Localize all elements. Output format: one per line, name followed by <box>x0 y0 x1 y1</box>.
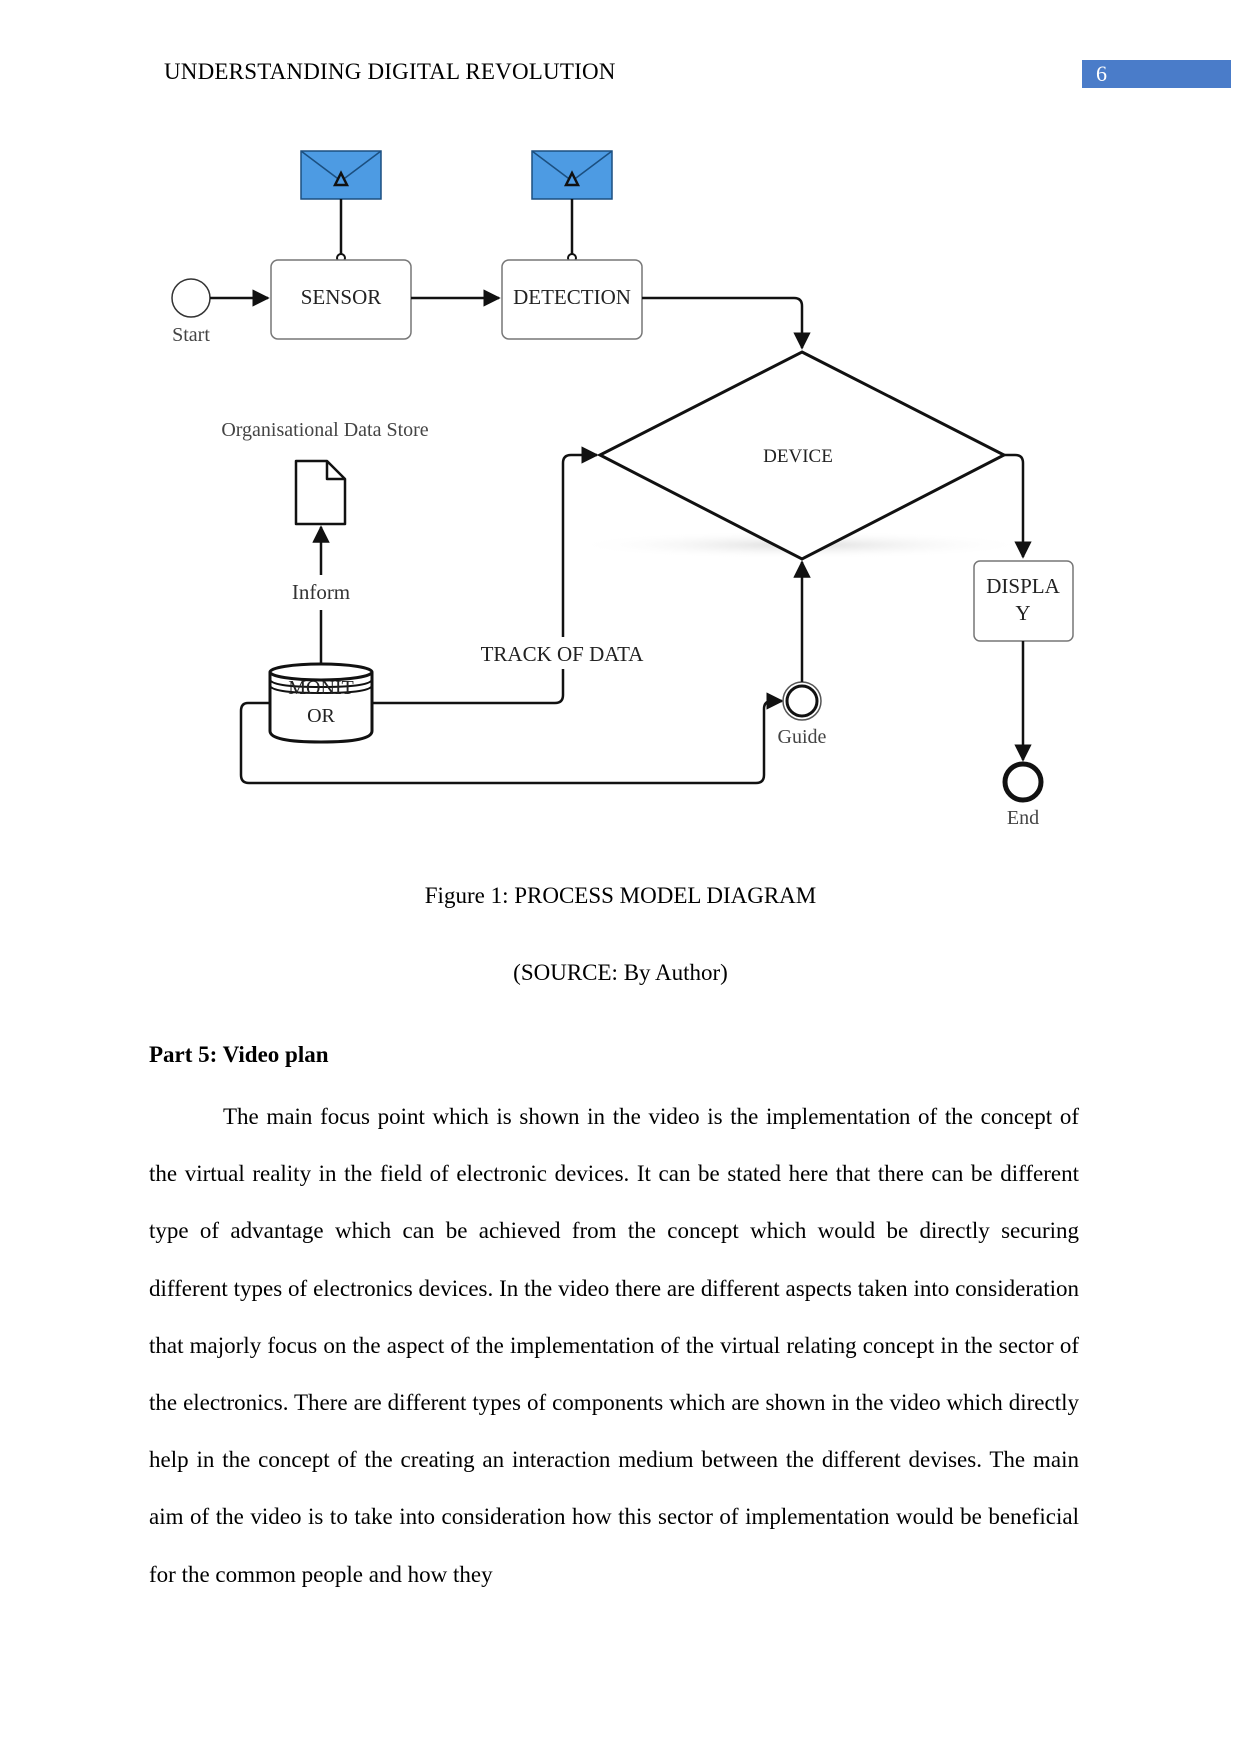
arrow-monitor-to-guide <box>239 692 784 785</box>
sensor-label: SENSOR <box>301 285 382 309</box>
end-label: End <box>1007 807 1039 829</box>
document-icon <box>294 459 347 526</box>
display-label-line2: Y <box>1015 601 1030 625</box>
start-label: Start <box>172 324 210 346</box>
arrow-detection-to-device <box>642 296 811 350</box>
detection-task-box <box>501 259 643 340</box>
page-number: 6 <box>1082 60 1231 88</box>
body-paragraph-text: The main focus point which is shown in t… <box>149 1104 1079 1587</box>
message-envelope-icon-sensor <box>300 150 382 200</box>
display-label-line1: DISPLA <box>986 574 1060 598</box>
monitor-label-line2: OR <box>307 705 335 727</box>
section-heading: Part 5: Video plan <box>149 1042 329 1067</box>
device-gateway-diamond <box>596 350 1008 561</box>
monitor-datastore-cylinder <box>268 662 374 744</box>
arrow-device-to-display <box>1004 453 1032 559</box>
end-event-circle <box>1002 761 1044 803</box>
device-label: DEVICE <box>763 446 833 467</box>
process-model-diagram: Start SENSOR DETECTION DEVICE DISPLA Y E… <box>171 150 1074 829</box>
track-of-data-label: TRACK OF DATA <box>481 642 645 666</box>
detection-label: DETECTION <box>513 285 631 309</box>
running-header-title: UNDERSTANDING DIGITAL REVOLUTION <box>164 59 616 84</box>
inform-label: Inform <box>292 580 350 604</box>
body-paragraph: The main focus point which is shown in t… <box>149 1088 1079 1603</box>
arrow-monitor-to-device <box>372 446 599 705</box>
figure-source: (SOURCE: By Author) <box>513 960 728 985</box>
sensor-task-box <box>270 259 412 340</box>
guide-event-inner <box>785 684 819 718</box>
track-label-bg <box>470 637 656 669</box>
monitor-label-line1: MONIT <box>288 677 354 699</box>
figure-caption: Figure 1: PROCESS MODEL DIAGRAM <box>424 883 817 908</box>
data-store-label: Organisational Data Store <box>221 419 428 441</box>
start-event-circle <box>171 278 211 318</box>
message-envelope-icon-detection <box>531 150 613 200</box>
guide-label: Guide <box>778 726 827 748</box>
